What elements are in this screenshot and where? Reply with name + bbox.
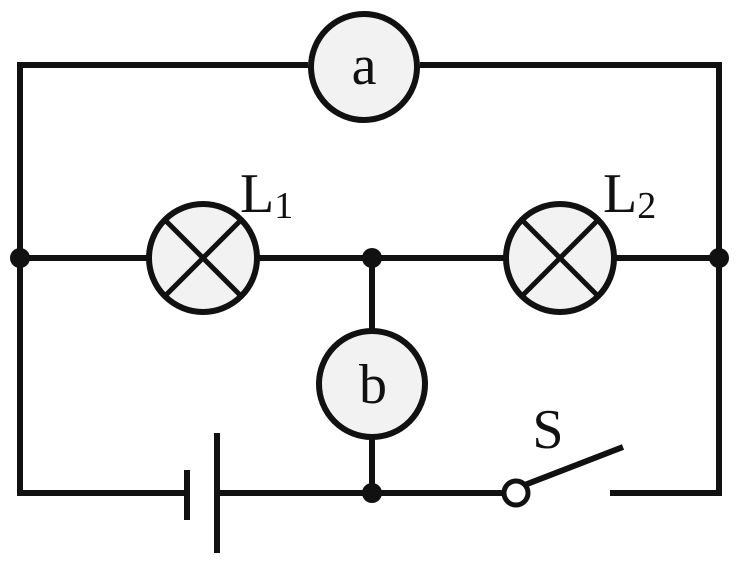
switch-pivot bbox=[501, 478, 531, 508]
junction-center bbox=[362, 248, 382, 268]
lamp-l2-letter: L bbox=[603, 163, 637, 225]
lamp-l2-subscript: 2 bbox=[637, 185, 656, 227]
lamp-l1-cross-b bbox=[163, 218, 243, 298]
junctions bbox=[10, 248, 729, 503]
meter-b-label: b bbox=[359, 354, 387, 416]
junction-bottom bbox=[362, 483, 382, 503]
junction-left bbox=[10, 248, 30, 268]
lamp-l1-label: L1 bbox=[240, 163, 293, 227]
junction-right bbox=[709, 248, 729, 268]
switch-label: S bbox=[532, 399, 563, 461]
meter-b-circle bbox=[316, 328, 428, 440]
switch: S bbox=[501, 399, 625, 508]
switch-blade bbox=[520, 444, 625, 489]
battery bbox=[184, 433, 220, 553]
meter-a: a bbox=[308, 11, 420, 123]
meter-b: b bbox=[316, 328, 428, 440]
meter-a-label: a bbox=[352, 35, 377, 97]
lamp-l2-cross-b bbox=[520, 218, 600, 298]
meter-a-circle bbox=[308, 11, 420, 123]
lamp-l1: L1 bbox=[146, 163, 293, 315]
lamp-l1-subscript: 1 bbox=[274, 185, 293, 227]
lamp-l2-label: L2 bbox=[603, 163, 656, 227]
lamp-l2: L2 bbox=[503, 163, 656, 315]
lamp-l1-letter: L bbox=[240, 163, 274, 225]
